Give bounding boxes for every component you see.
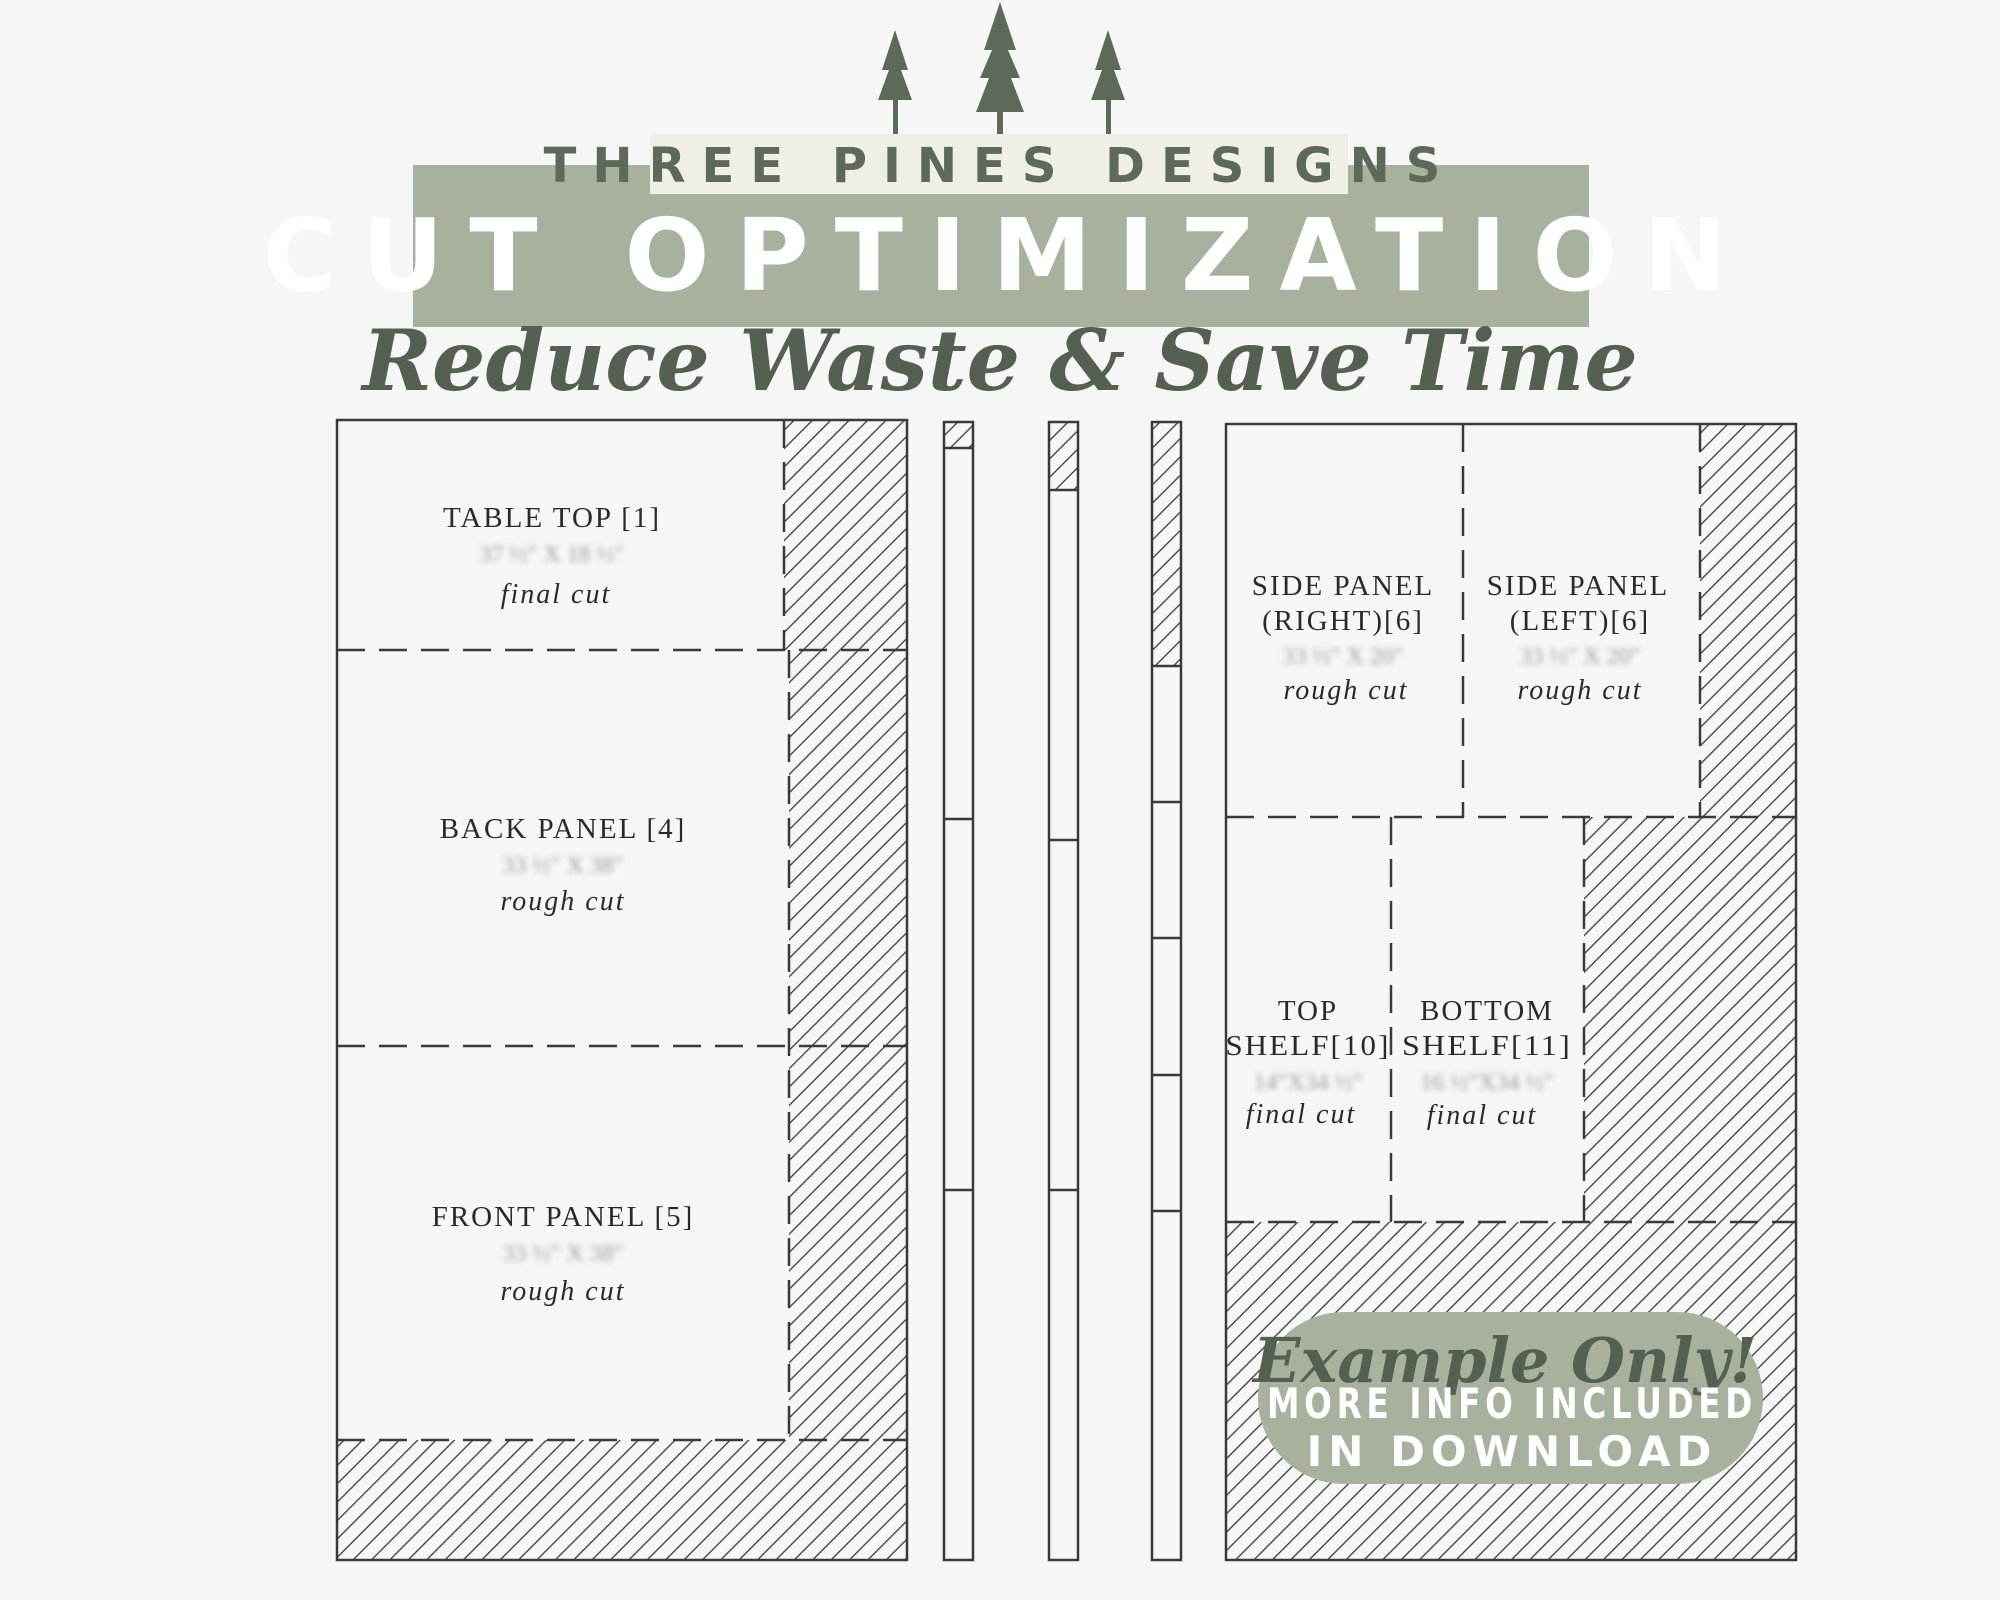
panel-back <box>337 650 789 1046</box>
panel-top-shelf <box>1226 817 1391 1222</box>
example-badge: Example Only! MORE INFO INCLUDED IN DOWN… <box>1251 1312 1763 1484</box>
panel-note: final cut <box>1246 1099 1357 1130</box>
waste-area <box>944 422 973 448</box>
panel-note: rough cut <box>1517 675 1642 706</box>
board-1 <box>942 420 975 1562</box>
panel-label: TABLE TOP [1] <box>443 502 661 534</box>
panel-note: rough cut <box>500 886 625 917</box>
panel-front <box>337 1046 789 1440</box>
download-line: IN DOWNLOAD <box>1307 1427 1718 1476</box>
waste-area <box>1152 422 1181 666</box>
brand-banner <box>650 134 1348 194</box>
panel-dimensions: 37 ½" X 18 ½" <box>480 542 625 568</box>
panel-label: FRONT PANEL [5] <box>432 1201 695 1233</box>
board-2 <box>1047 420 1080 1562</box>
pine-trees-logo <box>878 2 1125 135</box>
panel-table-top <box>337 420 784 650</box>
panel-side-left <box>1463 424 1700 817</box>
panel-dimensions: 16 ½"X34 ½" <box>1421 1070 1554 1096</box>
pine-tree-icon <box>976 2 1024 135</box>
example-only-label: Example Only! <box>1251 1324 1757 1397</box>
panel-label: SHELF[10] <box>1226 1030 1391 1062</box>
panel-label: SIDE PANEL <box>1487 570 1669 602</box>
panel-note: rough cut <box>1283 675 1408 706</box>
panel-label: BOTTOM <box>1420 995 1554 1027</box>
panel-bottom-shelf <box>1391 817 1584 1222</box>
page-title: CUT OPTIMIZATION <box>263 197 1753 314</box>
panel-dimensions: 33 ½" X 38" <box>503 853 624 879</box>
panel-dimensions: 33 ½" X 20" <box>1283 644 1404 670</box>
pine-tree-icon <box>878 30 912 134</box>
left-sheet: TABLE TOP [1] 37 ½" X 18 ½" final cut BA… <box>335 418 909 1562</box>
panel-side-right <box>1226 424 1463 817</box>
panel-label: (LEFT)[6] <box>1510 605 1650 637</box>
tagline: Reduce Waste & Save Time <box>360 311 1638 410</box>
panel-label: SIDE PANEL <box>1252 570 1434 602</box>
panel-note: rough cut <box>500 1276 625 1307</box>
panel-label: SHELF[11] <box>1402 1030 1572 1062</box>
pine-tree-icon <box>1091 30 1125 134</box>
panel-label: (RIGHT)[6] <box>1262 605 1424 637</box>
panel-note: final cut <box>501 579 612 610</box>
panel-dimensions: 33 ½" X 38" <box>503 1241 624 1267</box>
panel-note: final cut <box>1427 1100 1538 1131</box>
waste-area <box>1049 422 1078 490</box>
board-3 <box>1150 420 1183 1562</box>
brand-name: THREE PINES DESIGNS <box>544 138 1457 194</box>
panel-dimensions: 33 ½" X 20" <box>1520 644 1641 670</box>
panel-label: BACK PANEL [4] <box>440 813 687 845</box>
panel-label: TOP <box>1278 995 1338 1027</box>
more-info-line: MORE INFO INCLUDED <box>1267 1379 1757 1428</box>
panel-dimensions: 14"X34 ½" <box>1254 1070 1363 1096</box>
